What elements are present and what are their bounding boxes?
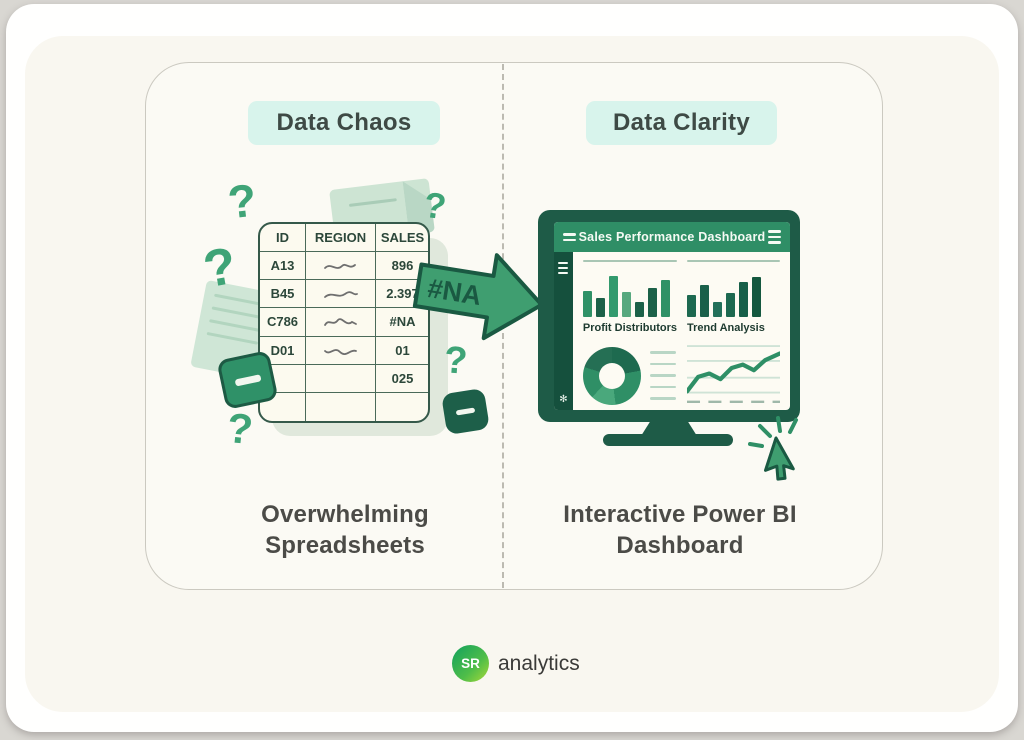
note-line — [209, 319, 261, 333]
bar — [739, 282, 748, 317]
right-caption: Interactive Power BI Dashboard — [530, 499, 830, 561]
table-cell — [306, 392, 376, 421]
legend-line — [649, 374, 676, 377]
bar — [713, 302, 722, 317]
menu-icon — [563, 233, 576, 241]
bar — [726, 293, 735, 317]
table-cell — [376, 393, 428, 421]
note-line — [206, 331, 259, 345]
table-cell — [306, 252, 376, 281]
bar — [687, 295, 696, 317]
dashboard-header: Sales Performance Dashboard — [554, 222, 790, 252]
trend-bar-chart — [687, 269, 780, 317]
minus-badge-icon — [441, 387, 490, 436]
monitor-stand-neck — [641, 420, 697, 436]
table-cell: C786 — [260, 308, 306, 337]
legend-line — [649, 385, 676, 389]
table-cell: #NA — [376, 308, 428, 337]
cursor-click-icon — [742, 416, 824, 487]
bar-chart-card: Trend Analysis — [687, 260, 780, 334]
left-caption: Overwhelming Spreadsheets — [200, 499, 490, 561]
question-mark-icon: ? — [225, 173, 259, 229]
bar — [595, 298, 605, 317]
line-chart — [684, 338, 783, 409]
profit-bar-chart — [582, 269, 677, 317]
menu-icon — [768, 230, 781, 244]
table-cell: 2.397 — [376, 280, 428, 309]
table-cell: REGION — [306, 224, 376, 253]
caption-line: Overwhelming — [261, 501, 429, 528]
bar — [621, 292, 631, 317]
card-rule — [687, 260, 780, 262]
table-cell — [306, 336, 376, 365]
data-chaos-badge: Data Chaos — [248, 101, 440, 145]
legend-line — [649, 362, 676, 366]
caption-line: Spreadsheets — [265, 532, 425, 559]
logo-name: analytics — [498, 651, 580, 675]
minus-bar — [234, 373, 261, 387]
caption-line: Dashboard — [616, 532, 744, 559]
bar — [660, 280, 670, 317]
bar — [608, 276, 618, 317]
chart-label: Trend Analysis — [687, 322, 765, 334]
monitor-stand-base — [603, 434, 733, 446]
dashboard-screen: Sales Performance Dashboard ✻ Profit Dis… — [554, 222, 790, 410]
menu-icon — [558, 262, 569, 274]
table-cell: D01 — [260, 336, 306, 365]
table-cell: A13 — [260, 252, 306, 281]
table-cell — [260, 392, 306, 421]
table-cell: SALES — [376, 224, 428, 253]
table-cell: 896 — [376, 252, 428, 281]
na-arrow-icon: #NA — [404, 233, 554, 362]
table-cell: B45 — [260, 280, 306, 309]
chart-label: Profit Distributors — [582, 322, 677, 334]
table-cell: 01 — [376, 337, 428, 365]
donut-legend — [649, 351, 676, 400]
table-cell: ID — [260, 224, 306, 253]
brand-logo: SR analytics — [452, 645, 580, 682]
note-line — [211, 306, 264, 320]
question-mark-icon: ? — [224, 403, 256, 454]
table-cell — [306, 364, 376, 393]
bar — [752, 277, 761, 317]
data-clarity-badge: Data Clarity — [586, 101, 777, 145]
donut-chart — [582, 346, 641, 405]
caption-line: Interactive Power BI — [563, 501, 797, 528]
table-cell: 025 — [376, 365, 428, 393]
table-cell — [306, 308, 376, 337]
card-rule — [582, 260, 677, 262]
legend-line — [649, 351, 676, 354]
legend-line — [649, 397, 676, 400]
note-line — [348, 198, 397, 207]
bar-chart-card: Profit Distributors — [582, 260, 677, 334]
table-cell — [260, 364, 306, 393]
monitor: Sales Performance Dashboard ✻ Profit Dis… — [538, 210, 800, 422]
logo-circle: SR — [452, 645, 489, 682]
table-cell — [306, 280, 376, 309]
minus-bar — [455, 407, 476, 416]
dashboard-title: Sales Performance Dashboard — [578, 230, 766, 244]
bar — [582, 291, 592, 317]
gear-icon: ✻ — [559, 394, 568, 405]
bar — [700, 285, 709, 317]
bar — [634, 302, 644, 317]
donut-chart-card — [582, 338, 677, 409]
dashboard-sidebar: ✻ — [554, 252, 573, 410]
bar — [647, 288, 657, 317]
